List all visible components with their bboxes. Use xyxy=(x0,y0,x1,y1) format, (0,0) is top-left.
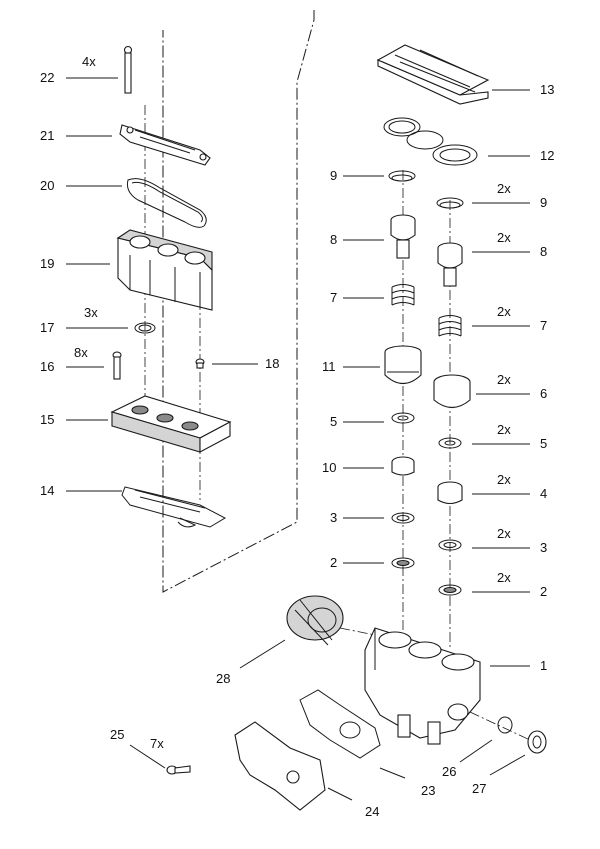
part-21-cover-plate xyxy=(119,124,211,166)
part-3-ring-right xyxy=(438,539,462,551)
qty-3-right: 2x xyxy=(497,526,511,541)
callout-3-left: 3 xyxy=(330,510,338,525)
part-5-washer-right xyxy=(438,437,462,449)
part-2-seal-left xyxy=(391,557,415,569)
qty-4: 2x xyxy=(497,472,511,487)
part-22-bolt xyxy=(123,45,133,94)
callout-1: 1 xyxy=(540,658,548,673)
axis-horizontal xyxy=(339,627,381,637)
callout-25: 25 xyxy=(110,727,125,742)
part-26-o-ring xyxy=(497,716,513,734)
qty-2-right: 2x xyxy=(497,570,511,585)
callout-12: 12 xyxy=(540,148,555,163)
part-19-manifold-block xyxy=(116,229,213,311)
callout-10: 10 xyxy=(322,460,337,475)
part-11-cup xyxy=(384,345,422,385)
part-15-base-plate xyxy=(110,395,232,453)
qty-5-right: 2x xyxy=(497,422,511,437)
callout-17: 17 xyxy=(40,320,55,335)
qty-16: 8x xyxy=(74,345,88,360)
callout-16: 16 xyxy=(40,359,55,374)
part-24-plate xyxy=(234,721,326,811)
part-18-plug xyxy=(195,358,205,369)
leader-lines xyxy=(66,77,530,801)
part-4-retainer xyxy=(437,481,463,505)
part-6-cup xyxy=(433,374,471,409)
part-7-spring-right xyxy=(438,315,462,337)
qty-22: 4x xyxy=(82,54,96,69)
callout-11: 11 xyxy=(322,359,336,374)
callout-26: 26 xyxy=(442,764,457,779)
part-7-spring-left xyxy=(391,284,415,306)
callout-5-right: 5 xyxy=(540,436,548,451)
part-16-screw xyxy=(112,351,122,380)
callout-7-left: 7 xyxy=(330,290,338,305)
callout-4: 4 xyxy=(540,486,548,501)
callout-19: 19 xyxy=(40,256,55,271)
part-23-gasket xyxy=(299,689,381,759)
part-17-o-ring xyxy=(134,322,156,334)
callout-7-right: 7 xyxy=(540,318,548,333)
callout-2-left: 2 xyxy=(330,555,338,570)
callout-3-right: 3 xyxy=(540,540,548,555)
qty-17: 3x xyxy=(84,305,98,320)
part-20-gasket xyxy=(127,178,207,228)
part-1-housing xyxy=(364,627,481,745)
part-25-screw xyxy=(166,765,191,775)
callout-9-left: 9 xyxy=(330,168,338,183)
part-27-fitting xyxy=(527,730,547,754)
callout-28: 28 xyxy=(216,671,231,686)
part-2-seal-right xyxy=(438,584,462,596)
part-10-retainer xyxy=(391,456,415,476)
callout-8-right: 8 xyxy=(540,244,548,259)
part-9-seal-left xyxy=(388,170,416,182)
callout-13: 13 xyxy=(540,82,555,97)
qty-25: 7x xyxy=(150,736,164,751)
part-8-valve-right xyxy=(437,242,463,287)
part-3-ring-left xyxy=(391,512,415,524)
callout-8-left: 8 xyxy=(330,232,338,247)
part-8-valve-left xyxy=(390,214,416,259)
qty-6: 2x xyxy=(497,372,511,387)
callout-21: 21 xyxy=(40,128,55,143)
callout-20: 20 xyxy=(40,178,55,193)
part-28-damper xyxy=(286,595,344,646)
callout-6: 6 xyxy=(540,386,548,401)
qty-8-right: 2x xyxy=(497,230,511,245)
part-13-top-plate xyxy=(376,44,490,105)
callout-18: 18 xyxy=(265,356,280,371)
qty-7-right: 2x xyxy=(497,304,511,319)
callout-27: 27 xyxy=(472,781,487,796)
assembly-frame xyxy=(162,10,315,593)
qty-9-right: 2x xyxy=(497,181,511,196)
part-14-gasket-plate xyxy=(121,486,227,528)
part-5-washer-left xyxy=(391,412,415,424)
callout-24: 24 xyxy=(365,804,380,819)
callout-5-left: 5 xyxy=(330,414,338,429)
callout-15: 15 xyxy=(40,412,55,427)
axis-diagonal xyxy=(469,711,531,741)
callout-9-right: 9 xyxy=(540,195,548,210)
callout-23: 23 xyxy=(421,783,436,798)
callout-14: 14 xyxy=(40,483,55,498)
part-12-ring-plate xyxy=(383,117,478,166)
callout-22: 22 xyxy=(40,70,55,85)
callout-2-right: 2 xyxy=(540,584,548,599)
